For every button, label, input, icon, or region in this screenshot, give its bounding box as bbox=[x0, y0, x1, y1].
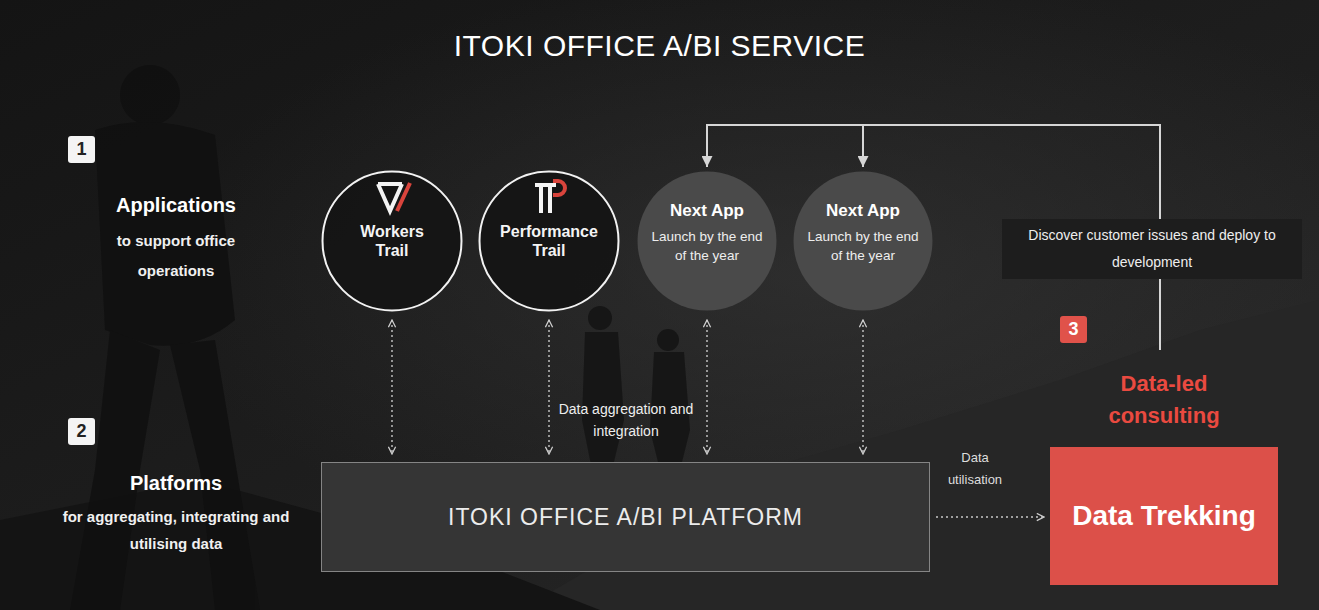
node-title: Workers Trail bbox=[350, 222, 434, 260]
platform-box: ITOKI OFFICE A/BI PLATFORM bbox=[321, 462, 930, 572]
data-flow-arrow bbox=[548, 320, 549, 454]
data-flow-arrow bbox=[391, 320, 392, 454]
diagram-title: ITOKI OFFICE A/BI SERVICE bbox=[0, 28, 1319, 64]
data-flow-arrow bbox=[706, 320, 707, 454]
node-title: Data-led consulting bbox=[1094, 368, 1234, 432]
circle-shape bbox=[323, 172, 462, 311]
circle-shape bbox=[480, 172, 619, 311]
callout-number: 1 bbox=[68, 136, 95, 163]
node-title: Next App bbox=[651, 200, 763, 221]
section-heading: Platforms bbox=[76, 470, 276, 496]
edge-label: Discover customer issues and deploy to d… bbox=[1002, 219, 1302, 279]
callout-number: 3 bbox=[1060, 316, 1087, 343]
circle-fill bbox=[322, 171, 462, 311]
performance-trail-logo bbox=[535, 181, 565, 213]
circle-outline bbox=[478, 170, 620, 312]
data-flow-arrow bbox=[862, 320, 863, 454]
consulting-box: Data Trekking bbox=[1050, 447, 1278, 585]
app-circle: Performance Trail bbox=[478, 170, 620, 312]
section-description: for aggregating, integrating and utilisi… bbox=[56, 503, 296, 557]
data-flow-arrow bbox=[936, 516, 1044, 517]
callout-number: 2 bbox=[68, 418, 95, 445]
node-text: Launch by the end of the year bbox=[651, 227, 763, 265]
next-app-circle: Next AppLaunch by the end of the year bbox=[636, 170, 778, 312]
circle-shape bbox=[794, 172, 933, 311]
circle-shape bbox=[638, 172, 777, 311]
next-app-circle: Next AppLaunch by the end of the year bbox=[792, 170, 934, 312]
circle-outline bbox=[321, 170, 463, 312]
hiker-silhouette bbox=[70, 65, 260, 610]
node-title: Next App bbox=[807, 200, 919, 221]
circle-fill bbox=[479, 171, 619, 311]
node-title: ITOKI OFFICE A/BI PLATFORM bbox=[448, 503, 803, 531]
workers-trail-logo bbox=[378, 183, 410, 211]
app-circle: Workers Trail bbox=[321, 170, 463, 312]
flow-note: Data aggregation and integration bbox=[556, 398, 696, 442]
hikers-silhouettes bbox=[582, 306, 690, 470]
node-title: Performance Trail bbox=[493, 222, 605, 260]
node-text: Data Trekking bbox=[1072, 499, 1256, 533]
consulting-node: Data-led consultingData Trekking bbox=[1050, 350, 1278, 585]
edge-label: Data utilisation bbox=[939, 447, 1011, 491]
node-text: Launch by the end of the year bbox=[807, 227, 919, 265]
section-heading: Applications bbox=[76, 192, 276, 218]
section-description: to support office operations bbox=[101, 226, 251, 286]
